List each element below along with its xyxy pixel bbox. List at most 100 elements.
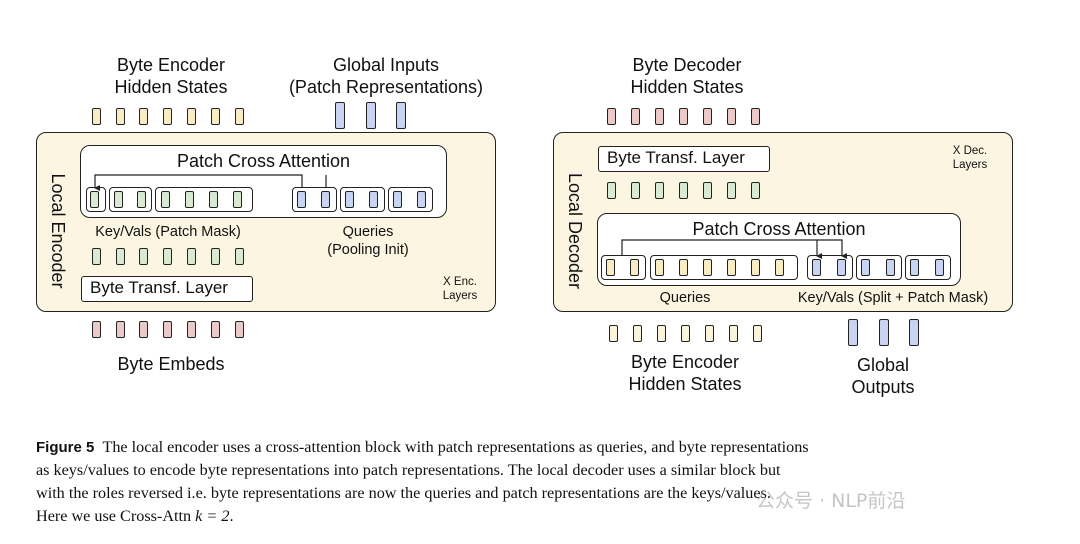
byte-token [705, 325, 714, 342]
hidden-token [607, 182, 616, 199]
watermark: 公众号 · NLP前沿 [756, 490, 906, 512]
encoder-keyvals-label: Key/Vals (Patch Mask) [95, 224, 241, 240]
key-token [185, 191, 194, 208]
hidden-token [631, 182, 640, 199]
byte-embeds-label: Byte Embeds [117, 354, 225, 374]
key-token [910, 259, 919, 276]
caption-line: as keys/values to encode byte representa… [36, 461, 781, 479]
byte-token [657, 325, 666, 342]
query-token [417, 191, 426, 208]
byte-token [609, 325, 618, 342]
decoder-attention-arrow [621, 239, 822, 259]
caption-math: k = 2 [195, 507, 230, 525]
global-outputs-label: Global Outputs [851, 355, 915, 397]
token [211, 108, 220, 125]
query-token [297, 191, 306, 208]
hidden-token [703, 182, 712, 199]
decoder-keyvals-label: Key/Vals (Split + Patch Mask) [797, 290, 989, 306]
query-token [606, 259, 615, 276]
decoder-attention-arrow [817, 239, 847, 259]
hidden-token [211, 248, 220, 265]
query-token [630, 259, 639, 276]
key-token [161, 191, 170, 208]
key-token [812, 259, 821, 276]
hidden-token [116, 248, 125, 265]
byte-token [633, 325, 642, 342]
key-token [861, 259, 870, 276]
key-token [886, 259, 895, 276]
embed-token [163, 321, 172, 338]
hidden-token [727, 182, 736, 199]
patch-token [335, 102, 345, 129]
query-group [650, 255, 798, 280]
patch-token [879, 319, 889, 346]
encoder-cross-attention-title: Patch Cross Attention [176, 151, 351, 171]
token [163, 108, 172, 125]
embed-token [187, 321, 196, 338]
hidden-token [163, 248, 172, 265]
decoder-bottom-label-left: Byte Encoder Hidden States [628, 352, 742, 394]
embed-token [235, 321, 244, 338]
token [655, 108, 664, 125]
figure-label: Figure 5 [36, 439, 95, 456]
key-token [137, 191, 146, 208]
token [703, 108, 712, 125]
query-token [393, 191, 402, 208]
key-token [90, 191, 99, 208]
hidden-token [139, 248, 148, 265]
query-token [369, 191, 378, 208]
byte-token [753, 325, 762, 342]
token [727, 108, 736, 125]
hidden-token [235, 248, 244, 265]
token [139, 108, 148, 125]
encoder-repeat-label: X Enc. Layers [442, 276, 478, 302]
hidden-token [92, 248, 101, 265]
caption-line: with the roles reversed i.e. byte repres… [36, 484, 771, 502]
encoder-attention-arrow [94, 174, 303, 191]
caption-line: Here we use Cross-Attn [36, 507, 196, 525]
token [116, 108, 125, 125]
byte-token [729, 325, 738, 342]
embed-token [211, 321, 220, 338]
query-token [775, 259, 784, 276]
token [235, 108, 244, 125]
query-token [321, 191, 330, 208]
query-token [345, 191, 354, 208]
patch-token [366, 102, 376, 129]
patch-token [396, 102, 406, 129]
token [751, 108, 760, 125]
hidden-token [751, 182, 760, 199]
key-token [114, 191, 123, 208]
query-token [751, 259, 760, 276]
query-token [727, 259, 736, 276]
hidden-token [187, 248, 196, 265]
byte-token [681, 325, 690, 342]
token [679, 108, 688, 125]
global-inputs-label: Global Inputs (Patch Representations) [288, 55, 484, 97]
token [92, 108, 101, 125]
embed-token [116, 321, 125, 338]
encoder-queries-label: Queries (Pooling Init) [327, 224, 409, 258]
patch-token [848, 319, 858, 346]
encoder-top-label: Byte Encoder Hidden States [114, 55, 228, 97]
embed-token [139, 321, 148, 338]
query-token [655, 259, 664, 276]
decoder-byte-transformer-layer: Byte Transf. Layer [598, 146, 770, 172]
hidden-token [655, 182, 664, 199]
token [631, 108, 640, 125]
decoder-repeat-label: X Dec. Layers [952, 145, 988, 171]
key-token [209, 191, 218, 208]
token [187, 108, 196, 125]
patch-token [909, 319, 919, 346]
caption-line: The local encoder uses a cross-attention… [102, 438, 809, 456]
figure-caption: Figure 5 The local encoder uses a cross-… [36, 436, 1026, 528]
embed-token [92, 321, 101, 338]
query-token [703, 259, 712, 276]
decoder-top-label: Byte Decoder Hidden States [630, 55, 744, 97]
query-token [679, 259, 688, 276]
key-token [233, 191, 242, 208]
token [607, 108, 616, 125]
caption-line-end: . [229, 507, 234, 525]
decoder-cross-attention-title: Patch Cross Attention [692, 219, 866, 239]
